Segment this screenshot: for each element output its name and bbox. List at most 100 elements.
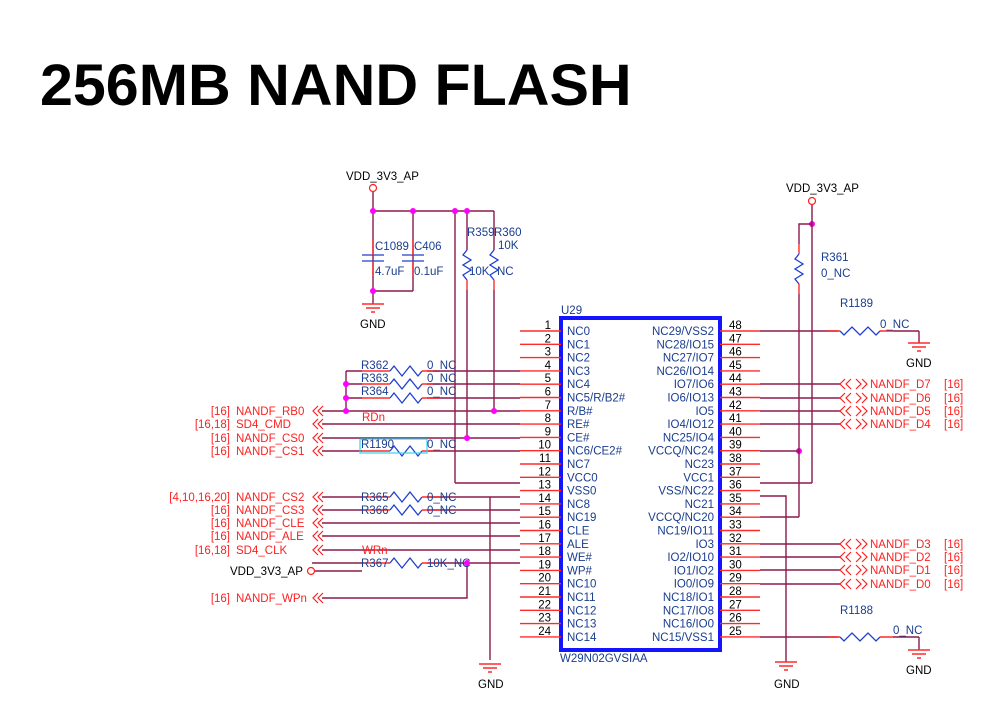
port-ref: [16] (211, 505, 230, 517)
port-ref: [16] (944, 419, 963, 431)
offpage-connector-icon (313, 545, 323, 555)
offpage-port-nandf_d1[interactable]: NANDF_D1[16] (840, 565, 963, 577)
resistor-r367-symbol (390, 558, 422, 568)
offpage-port-nandf_cle[interactable]: [16]NANDF_CLE (211, 518, 323, 530)
pin-number: 18 (538, 546, 551, 558)
offpage-port-nandf_cs1[interactable]: [16]NANDF_CS1 (211, 446, 323, 458)
port-ref: [16] (211, 531, 230, 543)
gnd-label: GND (774, 679, 800, 691)
pin-name: NC2 (567, 353, 590, 365)
r1188-value: 0_NC (893, 625, 922, 637)
resistor-r1190-symbol (390, 446, 422, 456)
pin-number: 46 (729, 347, 742, 359)
pin-name: NC19 (567, 512, 596, 524)
pin-name: NC26/IO14 (656, 366, 714, 378)
pin-number: 10 (538, 440, 551, 452)
bidirectional-connector-icon (840, 419, 867, 429)
offpage-port-sd4_cmd[interactable]: [16,18]SD4_CMD (195, 419, 323, 431)
port-name: NANDF_CS2 (236, 492, 304, 504)
offpage-port-nandf_d4[interactable]: NANDF_D4[16] (840, 419, 963, 431)
r367-ref: R367 (361, 558, 389, 570)
r359-value: 10K (469, 266, 490, 278)
offpage-port-nandf_cs2[interactable]: [4,10,16,20]NANDF_CS2 (169, 492, 323, 504)
pin-name: NC15/VSS1 (652, 632, 714, 644)
pin-number: 14 (538, 493, 551, 505)
r366-value: 0_NC (427, 505, 456, 517)
c1089-ref: C1089 (375, 241, 409, 253)
port-name: NANDF_ALE (236, 531, 304, 543)
port-ref: [16] (944, 565, 963, 577)
pin-name: IO6/IO13 (667, 393, 714, 405)
pin-number: 7 (545, 400, 551, 412)
pin-number: 8 (545, 413, 551, 425)
pin-number: 40 (729, 426, 742, 438)
bidirectional-connector-icon (840, 565, 867, 575)
offpage-port-nandf_d3[interactable]: NANDF_D3[16] (840, 539, 963, 551)
resistor-r363-symbol (390, 379, 422, 389)
offpage-port-nandf_d0[interactable]: NANDF_D0[16] (840, 579, 963, 591)
port-name: NANDF_D7 (870, 379, 931, 391)
r362-ref: R362 (361, 360, 389, 372)
offpage-port-nandf_cs0[interactable]: [16]NANDF_CS0 (211, 433, 323, 445)
offpage-connector-icon (313, 492, 323, 502)
port-name: NANDF_D2 (870, 552, 931, 564)
offpage-port-nandf_d5[interactable]: NANDF_D5[16] (840, 406, 963, 418)
offpage-port-nandf_cs3[interactable]: [16]NANDF_CS3 (211, 505, 323, 517)
pin-name: NC12 (567, 605, 596, 617)
pin-number: 27 (729, 599, 742, 611)
ground-icon (908, 343, 930, 351)
pin-number: 3 (545, 347, 551, 359)
offpage-port-sd4_clk[interactable]: [16,18]SD4_CLK (195, 545, 323, 557)
pin-number: 33 (729, 520, 742, 532)
r1188-ref: R1188 (840, 605, 873, 617)
pin-name: VSS0 (567, 486, 596, 498)
port-ref: [16,18] (195, 419, 230, 431)
chip-ref: U29 (561, 305, 582, 317)
vdd-label-top-left: VDD_3V3_AP (346, 171, 419, 183)
offpage-port-nandf_rb0[interactable]: [16]NANDF_RB0 (211, 406, 323, 418)
power-port-icon (809, 198, 816, 205)
pin-number: 13 (538, 480, 551, 492)
offpage-port-nandf_d2[interactable]: NANDF_D2[16] (840, 552, 963, 564)
r1189-value: 0_NC (880, 319, 909, 331)
port-name: NANDF_D3 (870, 539, 931, 551)
pin-number: 25 (729, 626, 742, 638)
pin-name: NC10 (567, 579, 596, 591)
pin-number: 19 (538, 559, 551, 571)
pin-number: 22 (538, 599, 551, 611)
bidirectional-connector-icon (840, 406, 867, 416)
r360-ref: R360 (494, 227, 522, 239)
port-ref: [16] (211, 593, 230, 605)
port-name: NANDF_WPn (236, 593, 307, 605)
pin-name: NC14 (567, 632, 597, 644)
pin-name: IO3 (695, 539, 714, 551)
c406-value: 0.1uF (414, 266, 443, 278)
port-name: NANDF_D6 (870, 393, 931, 405)
pin-name: VCCQ/NC20 (648, 512, 714, 524)
offpage-port-nandf_d6[interactable]: NANDF_D6[16] (840, 393, 963, 405)
pin-name: VCC1 (683, 472, 714, 484)
pin-number: 5 (545, 373, 551, 385)
r362-value: 0_NC (427, 373, 456, 385)
left-signal-wires (312, 371, 520, 660)
r366-ref: R366 (361, 505, 389, 517)
bidirectional-connector-icon (840, 393, 867, 403)
pin-number: 39 (729, 440, 742, 452)
pin-name: NC25/IO4 (663, 432, 715, 444)
pin-name: CLE (567, 526, 590, 538)
offpage-port-nandf_ale[interactable]: [16] NANDF_ALE (211, 531, 323, 543)
pin-name: R/B# (567, 406, 593, 418)
offpage-port-nandf_wpn[interactable]: [16] NANDF_WPn (211, 593, 323, 605)
offpage-port-nandf_d7[interactable]: NANDF_D7[16] (840, 379, 963, 391)
resistor-r364-symbol (390, 393, 422, 403)
vdd-label-left: VDD_3V3_AP (230, 566, 303, 578)
c406-ref: C406 (414, 241, 442, 253)
right-ports: NANDF_D7[16]NANDF_D6[16]NANDF_D5[16]NAND… (840, 379, 963, 591)
port-name: NANDF_D5 (870, 406, 931, 418)
pin-number: 1 (545, 320, 551, 332)
pin-name: NC17/IO8 (663, 605, 714, 617)
pin-number: 11 (539, 453, 551, 465)
pin-name: VCCQ/NC24 (648, 446, 714, 458)
offpage-connector-icon (313, 419, 323, 429)
